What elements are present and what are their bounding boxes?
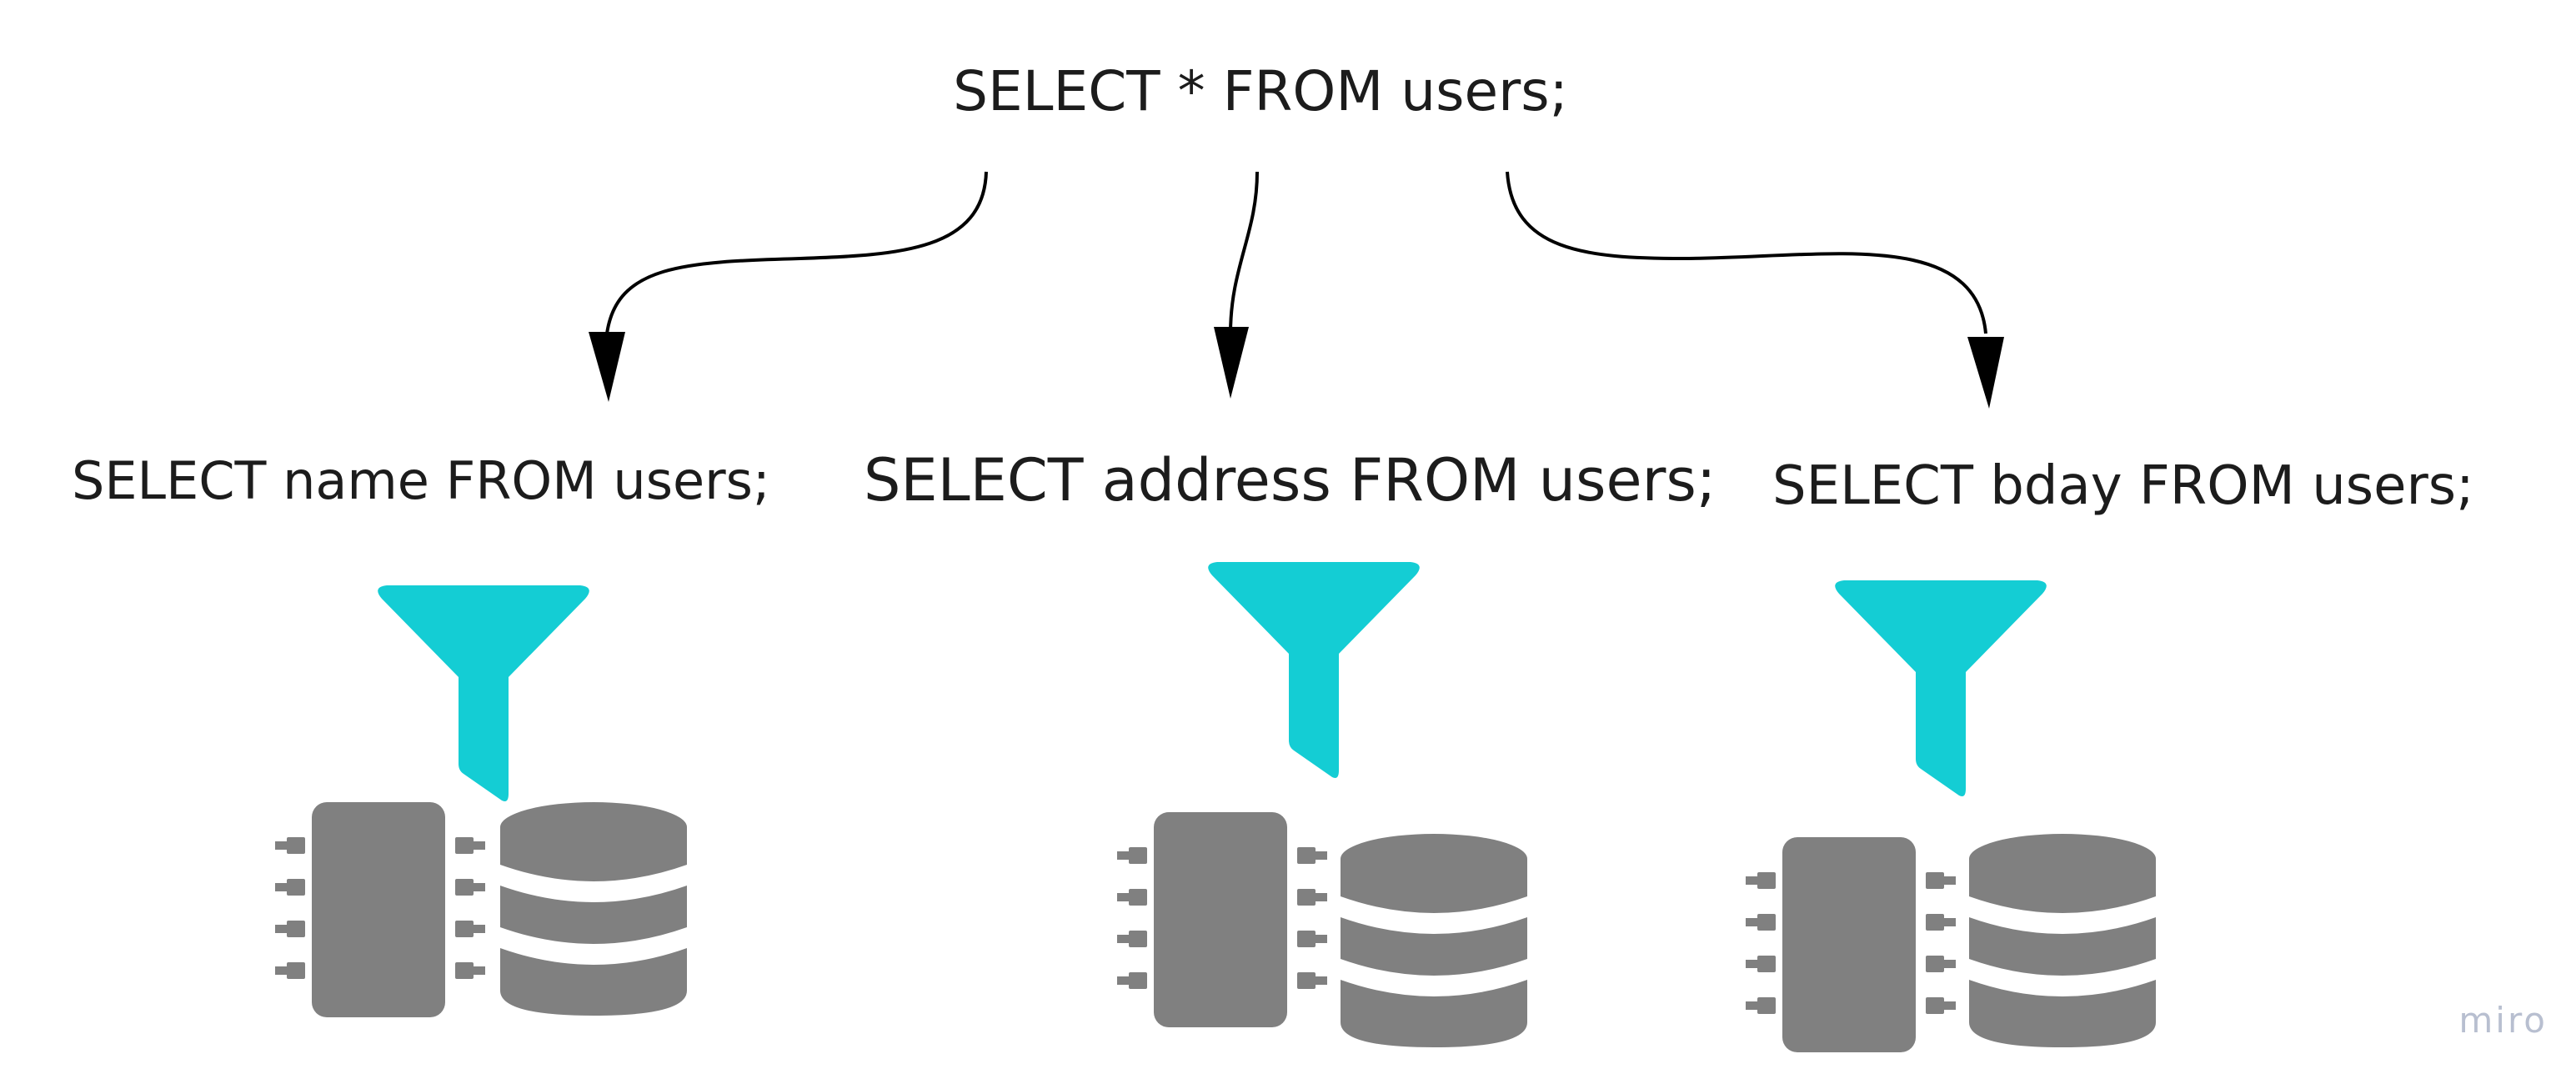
server-module-icon (275, 802, 485, 1017)
filter-funnel-icon (378, 585, 589, 801)
branch-query-bday: SELECT bday FROM users; (1772, 455, 2474, 517)
server-module-icon (1746, 837, 1956, 1052)
filter-funnel-icon (1835, 580, 2047, 796)
miro-watermark: miro (2458, 1000, 2548, 1041)
arrow-to-address-query (1214, 171, 1259, 399)
arrow-to-bday-query (1506, 171, 2004, 409)
branch-query-address: SELECT address FROM users; (864, 446, 1716, 514)
database-icon (1969, 834, 2156, 1047)
root-query: SELECT * FROM users; (953, 59, 1568, 123)
database-icon (500, 802, 687, 1016)
database-icon (1341, 834, 1527, 1047)
branch-query-name: SELECT name FROM users; (72, 450, 770, 511)
server-module-icon (1117, 812, 1327, 1027)
filter-funnel-icon (1208, 562, 1420, 778)
arrow-to-name-query (589, 171, 988, 402)
